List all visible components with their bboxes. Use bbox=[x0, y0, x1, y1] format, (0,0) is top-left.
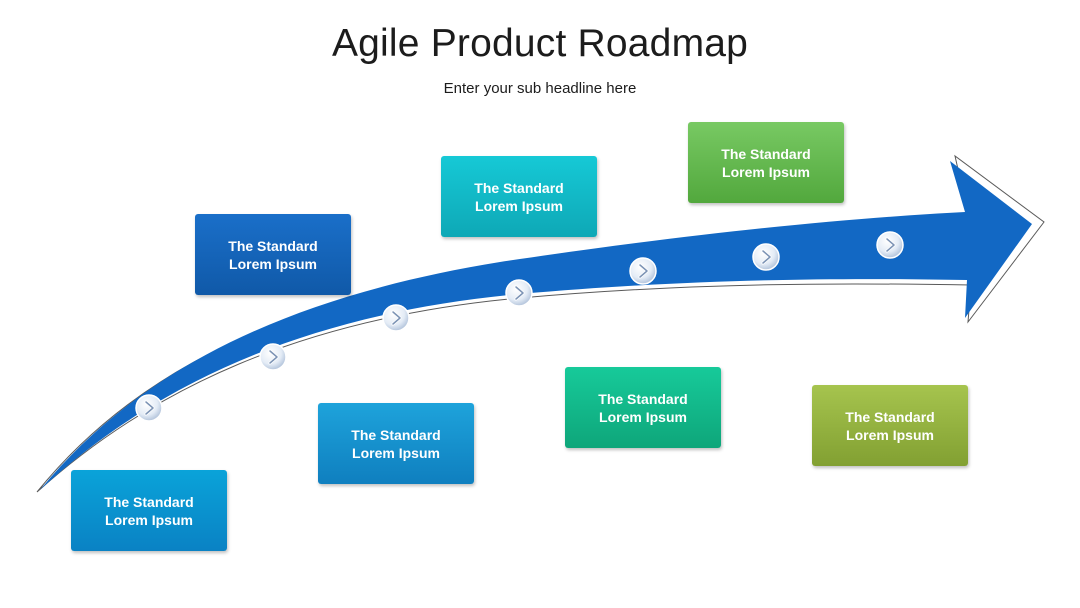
chevron-right-icon bbox=[135, 394, 163, 422]
milestone-label: The Standard Lorem Ipsum bbox=[598, 390, 688, 425]
milestone-label: The Standard Lorem Ipsum bbox=[845, 408, 935, 443]
milestone-label: The Standard Lorem Ipsum bbox=[474, 179, 564, 214]
milestone-card-3: The Standard Lorem Ipsum bbox=[318, 403, 474, 484]
page-subtitle: Enter your sub headline here bbox=[443, 80, 637, 97]
chevron-right-icon bbox=[629, 257, 657, 285]
chevron-right-icon bbox=[752, 243, 780, 271]
milestone-card-4: The Standard Lorem Ipsum bbox=[441, 156, 597, 237]
chevron-right-icon bbox=[259, 343, 287, 371]
milestone-card-2: The Standard Lorem Ipsum bbox=[195, 214, 351, 295]
milestone-card-6: The Standard Lorem Ipsum bbox=[688, 122, 844, 203]
chevron-right-icon bbox=[382, 304, 410, 332]
chevron-right-icon bbox=[505, 279, 533, 307]
chevron-right-icon bbox=[876, 231, 904, 259]
milestone-card-5: The Standard Lorem Ipsum bbox=[565, 367, 721, 448]
milestone-card-7: The Standard Lorem Ipsum bbox=[812, 385, 968, 466]
roadmap-arrow-body bbox=[40, 161, 1032, 490]
milestone-label: The Standard Lorem Ipsum bbox=[228, 237, 318, 272]
milestone-card-1: The Standard Lorem Ipsum bbox=[71, 470, 227, 551]
milestone-label: The Standard Lorem Ipsum bbox=[104, 493, 194, 528]
page-title: Agile Product Roadmap bbox=[331, 22, 749, 65]
milestone-label: The Standard Lorem Ipsum bbox=[351, 426, 441, 461]
milestone-label: The Standard Lorem Ipsum bbox=[721, 145, 811, 180]
